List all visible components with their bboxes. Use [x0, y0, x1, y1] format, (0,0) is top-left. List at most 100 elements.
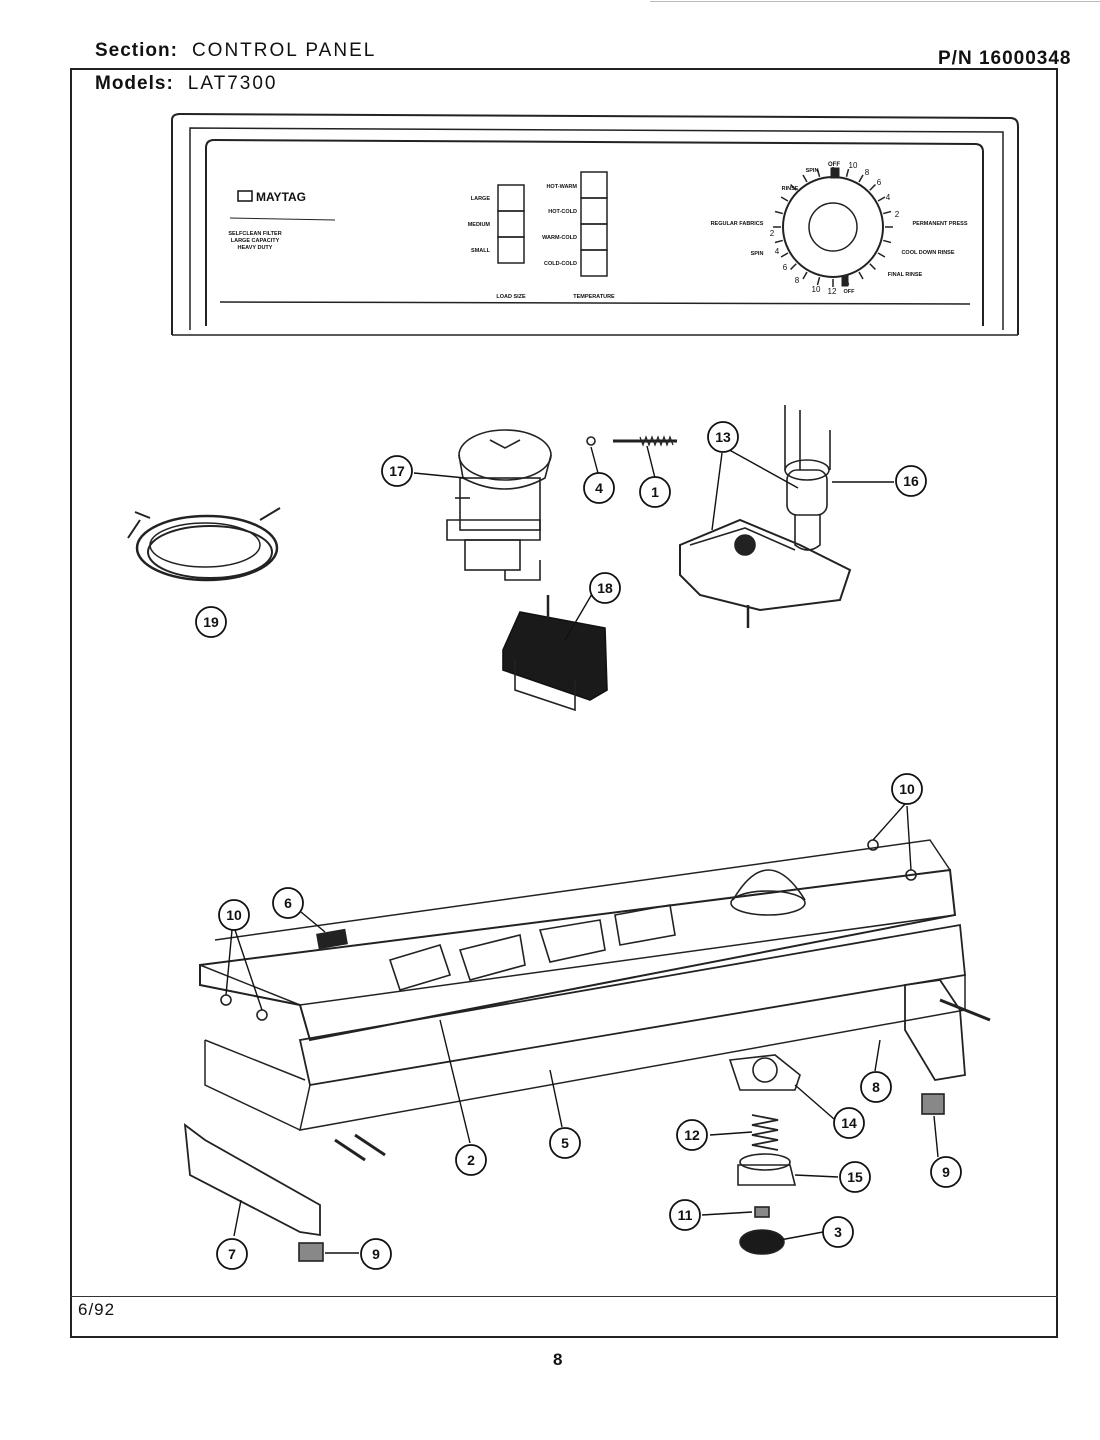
dial-mark-12-bottom: 12	[828, 287, 837, 296]
models-value: LAT7300	[187, 73, 278, 94]
dial-mark-6-top: 6	[877, 178, 882, 187]
dial-mark-4-left: 4	[775, 247, 780, 256]
models-header: Models: LAT7300	[95, 73, 277, 95]
revision-date: 6/92	[78, 1300, 116, 1319]
models-label: Models:	[95, 73, 174, 94]
load-size-small: SMALL	[471, 248, 491, 254]
temperature-title: TEMPERATURE	[573, 294, 615, 300]
callout-7: 7	[228, 1246, 236, 1262]
dial-tick	[883, 239, 892, 244]
callout-14: 14	[841, 1115, 857, 1131]
panel-text: MAYTAG SELFCLEAN FILTER LARGE CAPACITY H…	[228, 161, 968, 300]
dial-word-cool-down-rinse: COOL DOWN RINSE	[901, 250, 954, 256]
dial-tick	[816, 168, 821, 177]
dial-mark-2-left: 2	[770, 229, 775, 238]
callout-16: 16	[903, 473, 919, 489]
dial-tick-marks	[773, 167, 893, 287]
dial-word-rinse: RINSE	[782, 186, 799, 192]
callout-circles	[195, 421, 962, 1270]
callout-12: 12	[684, 1127, 700, 1143]
callout-15: 15	[847, 1169, 863, 1185]
dial-left-label: REGULAR FABRICS	[711, 221, 764, 227]
callout-10-right: 10	[899, 781, 915, 797]
callout-9-left: 9	[372, 1246, 380, 1262]
dial-mark-off-bottom: OFF	[844, 289, 856, 295]
temp-warm-cold: WARM-COLD	[542, 235, 577, 241]
dial-word-spin-top: SPIN	[806, 168, 819, 174]
dial-tick	[845, 277, 850, 286]
callout-6: 6	[284, 895, 292, 911]
button-bank-part	[502, 595, 608, 712]
temp-hot-warm: HOT-WARM	[546, 184, 577, 190]
callout-2: 2	[467, 1152, 475, 1168]
callout-17: 17	[389, 463, 405, 479]
load-size-title: LOAD SIZE	[496, 294, 526, 300]
section-header: Section: CONTROL PANEL	[95, 40, 376, 62]
dial-tick	[869, 263, 876, 270]
dial-tick	[790, 184, 797, 191]
callout-9-right: 9	[942, 1164, 950, 1180]
callout-11: 11	[678, 1207, 693, 1223]
callout-numbers: 1 2 3 4 5 6 7 8 9 9 10 10 11 12 13 14 15…	[203, 429, 950, 1262]
timer-assembly-part	[679, 405, 852, 628]
feature-text-1: SELFCLEAN FILTER	[228, 231, 281, 237]
callout-18: 18	[597, 580, 613, 596]
dial-tick	[883, 210, 892, 215]
dial-word-final-rinse: FINAL RINSE	[888, 272, 923, 278]
dial-tick	[802, 174, 808, 183]
brand-logo-text: MAYTAG	[256, 190, 306, 204]
clip-part	[586, 436, 596, 446]
leader-lines	[225, 445, 939, 1254]
dial-tick	[877, 196, 886, 202]
temp-hot-cold: HOT-COLD	[548, 209, 577, 215]
dial-mark-6-left: 6	[783, 263, 788, 272]
callout-8: 8	[872, 1079, 880, 1095]
dial-mark-2-right: 2	[895, 210, 900, 219]
page-number: 8	[553, 1350, 563, 1369]
section-value: CONTROL PANEL	[191, 40, 377, 61]
dial-tick	[858, 174, 864, 183]
dial-tick	[780, 252, 789, 258]
switch-knob-part	[446, 429, 552, 581]
dial-tick	[790, 263, 797, 270]
load-size-medium: MEDIUM	[468, 222, 491, 228]
dial-tick	[774, 210, 783, 215]
feature-text-2: LARGE CAPACITY	[231, 238, 280, 244]
dial-mark-10-bottom: 10	[812, 285, 821, 294]
part-number: P/N 16000348	[938, 48, 1072, 69]
dial-tick	[858, 271, 864, 280]
control-panel-illustration	[171, 112, 1019, 336]
dial-mark-8-left: 8	[795, 276, 800, 285]
dial-mark-4-top: 4	[886, 193, 891, 202]
callout-10-left: 10	[226, 907, 242, 923]
dial-word-spin-left: SPIN	[751, 251, 764, 257]
dial-tick	[869, 184, 876, 191]
dial-right-label: PERMANENT PRESS	[912, 221, 967, 227]
control-panel-base-part	[183, 839, 991, 1262]
top-edge-line	[650, 1, 1100, 2]
dial-mark-8-top: 8	[865, 168, 870, 177]
callout-19: 19	[203, 614, 219, 630]
section-label: Section:	[95, 40, 178, 61]
diagram-frame	[70, 68, 1058, 1338]
callout-13: 13	[715, 429, 731, 445]
callout-1: 1	[651, 484, 659, 500]
dial-tick	[802, 271, 808, 280]
callout-4: 4	[595, 480, 603, 496]
dial-tick	[877, 252, 886, 258]
dial-tick	[774, 239, 783, 244]
dial-mark-off-top: OFF	[828, 162, 840, 168]
load-size-large: LARGE	[471, 196, 491, 202]
dial-tick	[845, 168, 850, 177]
dial-tick	[780, 196, 789, 202]
dial-tick	[816, 277, 821, 286]
dial-mark-10-top: 10	[849, 161, 858, 170]
feature-text-3: HEAVY DUTY	[238, 245, 273, 251]
callout-5: 5	[561, 1135, 569, 1151]
temp-cold-cold: COLD-COLD	[544, 261, 577, 267]
footer-divider	[70, 1296, 1058, 1297]
part-drawings	[127, 405, 991, 1262]
spring-rod-part	[613, 435, 677, 447]
wire-harness-part	[127, 507, 281, 582]
